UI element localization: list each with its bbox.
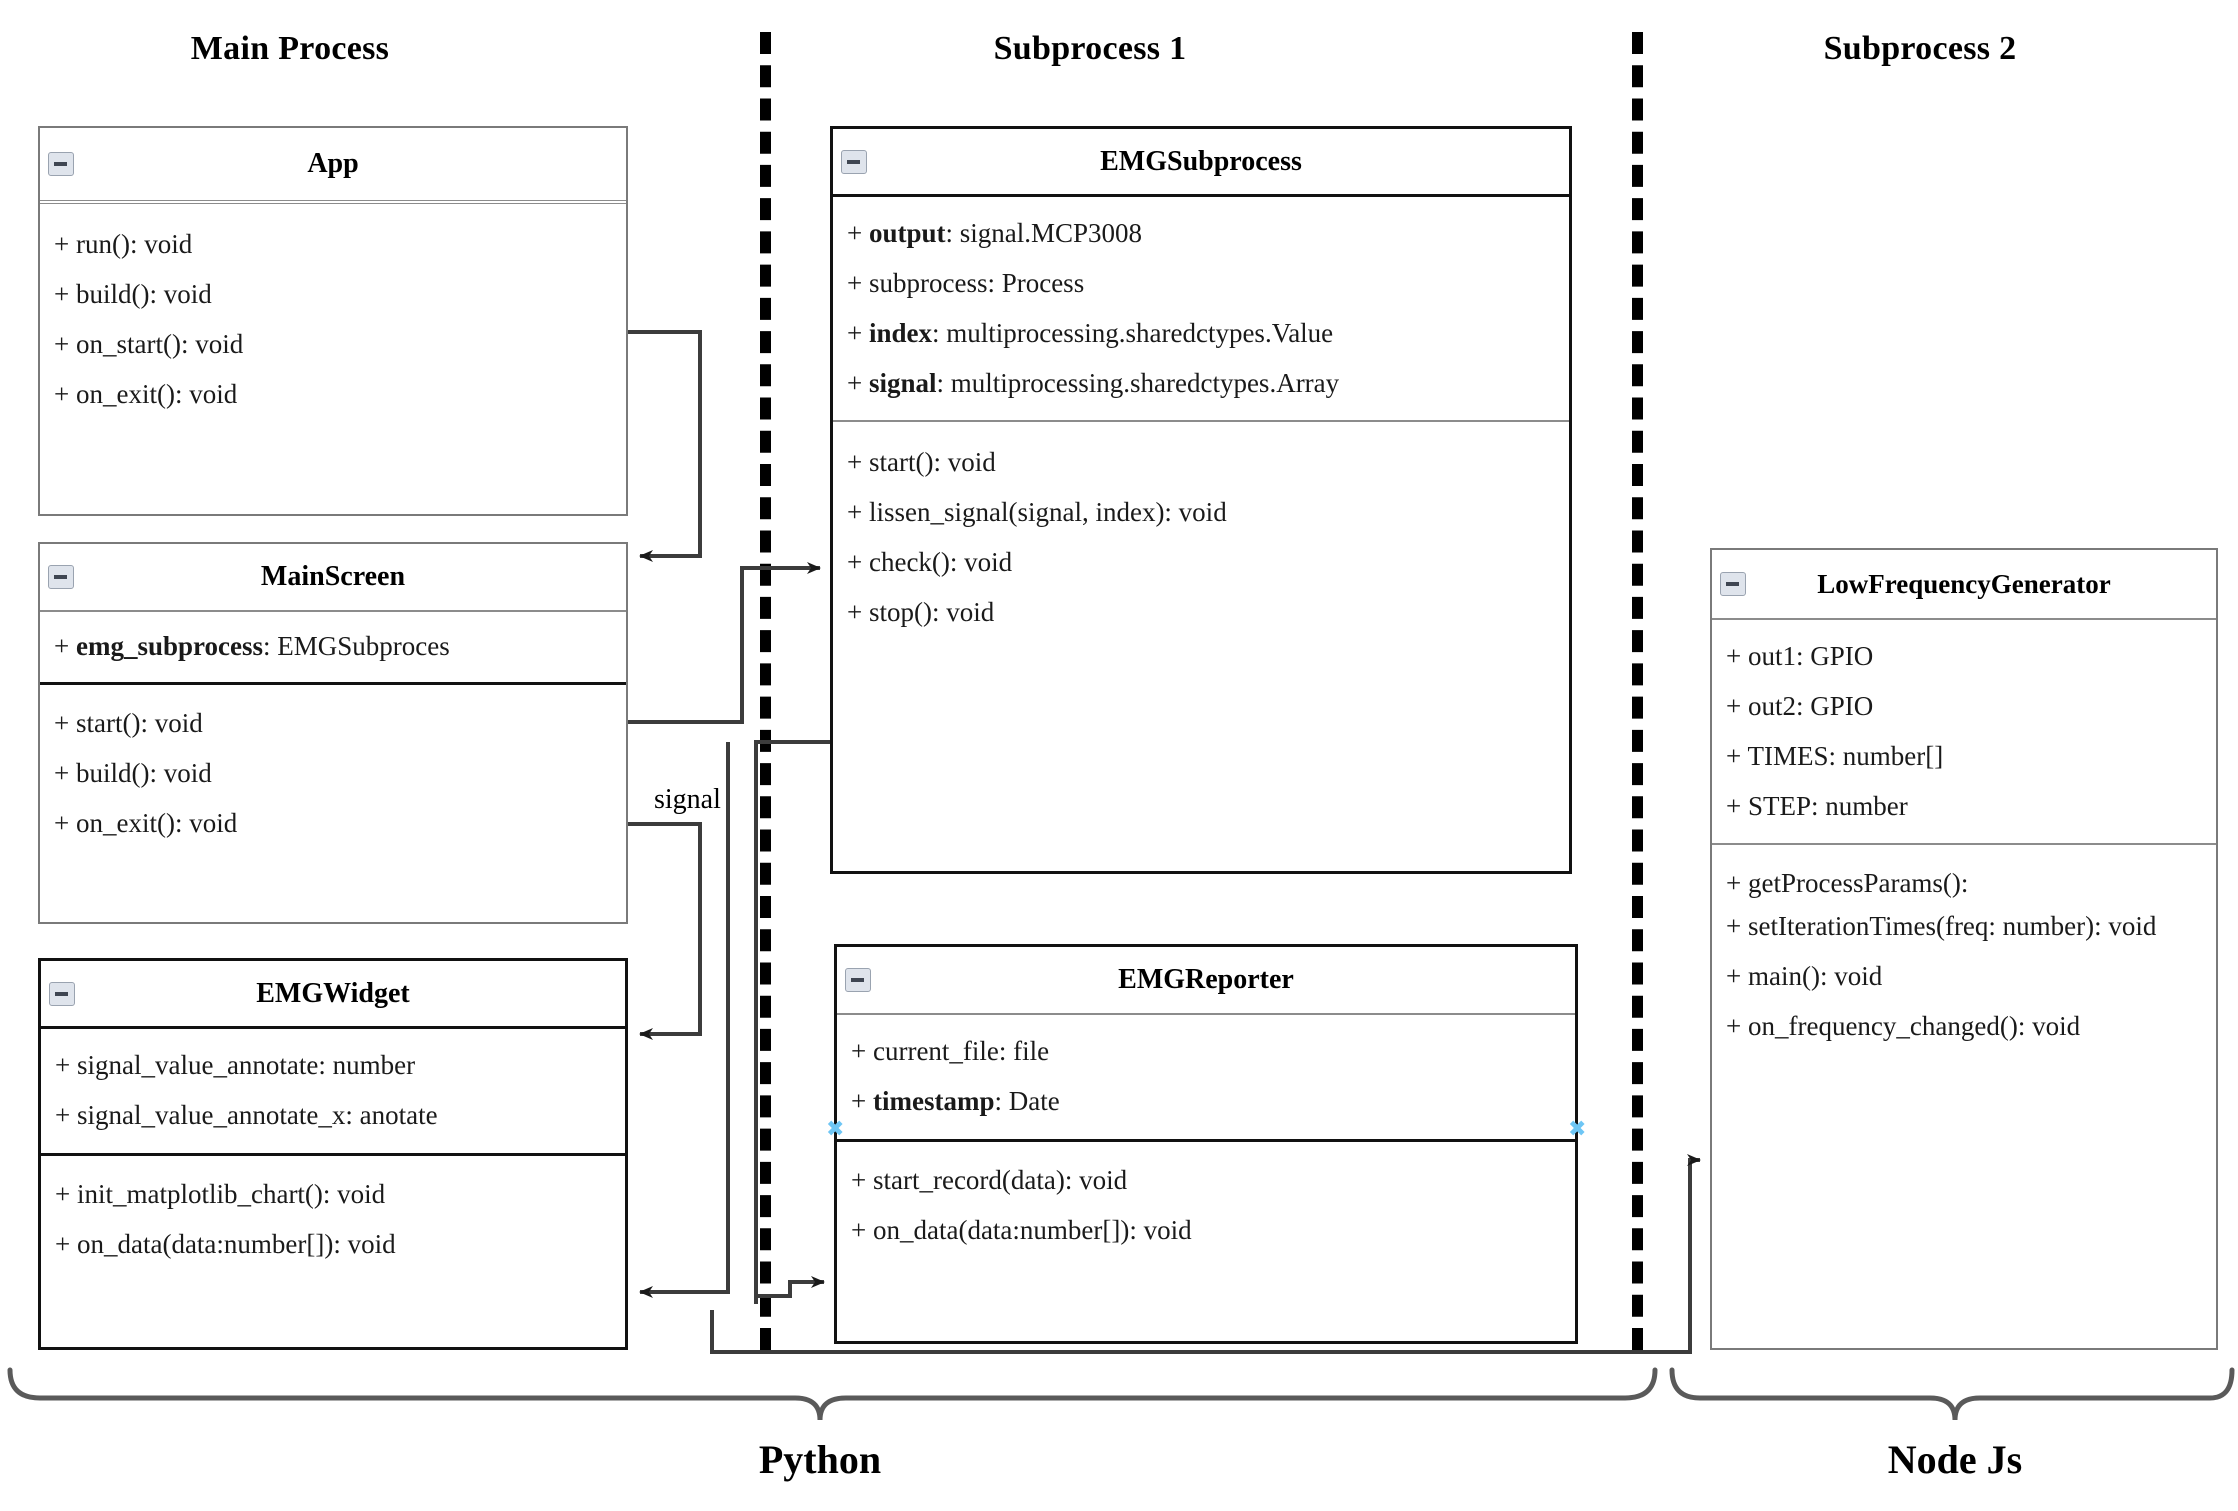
class-methods-mainscreen: + start(): void + build(): void + on_exi… <box>40 681 626 855</box>
attr-type: : EMGSubproces <box>263 631 450 661</box>
method-row: + on_exit(): void <box>54 807 238 838</box>
column-title-subprocess-2: Subprocess 2 <box>1823 30 2017 67</box>
minimize-icon[interactable] <box>48 565 74 589</box>
attribute-row: + signal_value_annotate: number <box>55 1050 416 1080</box>
class-attributes-emgsubprocess: + output: signal.MCP3008 + subprocess: P… <box>833 197 1569 420</box>
class-methods-emgreporter: + start_record(data): void + on_data(dat… <box>837 1138 1575 1262</box>
attribute-row: + subprocess: Process <box>847 267 1085 298</box>
method-row: + on_start(): void <box>54 328 244 359</box>
attr-name: emg_subprocess <box>75 631 263 661</box>
attr-prefix: + <box>847 317 869 348</box>
class-name-mainscreen: MainScreen <box>260 561 406 592</box>
class-attributes-mainscreen: + emg_subprocess: EMGSubproces <box>40 612 626 682</box>
class-header-emgreporter: EMGReporter <box>837 947 1575 1015</box>
attr-name: timestamp <box>872 1085 995 1116</box>
method-row: + setIterationTimes(freq: number): void <box>1726 911 2157 942</box>
method-row: + on_data(data:number[]): void <box>55 1228 396 1259</box>
class-name-lowfrequencygenerator: LowFrequencyGenerator <box>1817 568 2111 599</box>
minimize-icon[interactable] <box>49 981 75 1006</box>
method-row: + stop(): void <box>847 597 995 628</box>
attr-prefix: + <box>54 631 76 661</box>
method-row: + on_exit(): void <box>54 378 238 409</box>
class-header-app: App <box>40 128 626 204</box>
class-name-emgwidget: EMGWidget <box>256 977 410 1009</box>
edge-mainscreen-to-emgwidget <box>628 822 702 1040</box>
column-title-main-process: Main Process <box>190 30 390 67</box>
attr-prefix: + <box>847 367 869 398</box>
method-row: + init_matplotlib_chart(): void <box>55 1178 386 1209</box>
attr-type: : multiprocessing.sharedctypes.Array <box>936 367 1340 398</box>
class-methods-emgwidget: + init_matplotlib_chart(): void + on_dat… <box>41 1152 625 1276</box>
brace-label-python: Python <box>758 1437 882 1482</box>
attribute-row: + timestamp: Date <box>837 1077 1575 1127</box>
attribute-row: + output: signal.MCP3008 <box>833 209 1569 259</box>
class-methods-lowfrequencygenerator: + getProcessParams(): + setIterationTime… <box>1712 843 2216 1057</box>
brace-python <box>7 1367 1658 1421</box>
class-box-app[interactable]: App + run(): void + build(): void + on_s… <box>38 126 628 516</box>
class-header-emgwidget: EMGWidget <box>41 961 625 1029</box>
class-box-emgwidget[interactable]: EMGWidget + signal_value_annotate: numbe… <box>38 958 628 1350</box>
minimize-icon[interactable] <box>1720 572 1746 596</box>
method-row: + check(): void <box>847 547 1013 578</box>
class-box-mainscreen[interactable]: MainScreen + emg_subprocess: EMGSubproce… <box>38 542 628 924</box>
class-name-emgreporter: EMGReporter <box>1118 964 1294 995</box>
minimize-icon[interactable] <box>841 149 867 174</box>
attr-type: : multiprocessing.sharedctypes.Value <box>932 317 1334 348</box>
class-attributes-lowfrequencygenerator: + out1: GPIO + out2: GPIO + TIMES: numbe… <box>1712 620 2216 843</box>
method-row: + lissen_signal(signal, index): void <box>847 497 1227 528</box>
selection-handle-left[interactable]: ✖ <box>826 1116 845 1141</box>
brace-nodejs <box>1669 1367 2235 1421</box>
class-box-emgsubprocess[interactable]: EMGSubprocess + output: signal.MCP3008 +… <box>830 126 1572 874</box>
minimize-icon[interactable] <box>845 968 871 992</box>
method-row: + build(): void <box>54 278 212 309</box>
edge-label-signal: signal <box>652 784 723 816</box>
attr-type: : signal.MCP3008 <box>945 218 1143 248</box>
class-name-emgsubprocess: EMGSubprocess <box>1100 145 1302 177</box>
attr-name: index <box>868 317 933 348</box>
minimize-icon[interactable] <box>48 152 74 176</box>
selection-handle-right[interactable]: ✖ <box>1568 1116 1587 1141</box>
method-row: + start_record(data): void <box>851 1164 1128 1195</box>
edge-signal-vertical <box>639 742 730 1298</box>
attr-type: : Date <box>994 1085 1060 1116</box>
edge-mainscreen-to-emgsubprocess-start <box>628 562 821 724</box>
method-row: + getProcessParams(): <box>1726 868 1969 899</box>
brace-label-nodejs: Node Js <box>1887 1437 2023 1482</box>
method-row: + on_data(data:number[]): void <box>851 1214 1192 1245</box>
attr-name: signal <box>868 367 937 398</box>
method-row: + on_frequency_changed(): void <box>1726 1011 2081 1042</box>
class-methods-emgsubprocess: + start(): void + lissen_signal(signal, … <box>833 420 1569 643</box>
attribute-row: + STEP: number <box>1726 790 1908 821</box>
attribute-row: + index: multiprocessing.sharedctypes.Va… <box>833 309 1569 359</box>
attribute-row: + emg_subprocess: EMGSubproces <box>40 622 626 672</box>
method-row: + build(): void <box>54 757 212 788</box>
attribute-row: + current_file: file <box>851 1036 1050 1066</box>
method-row: + start(): void <box>54 707 203 738</box>
method-row: + run(): void <box>54 229 193 259</box>
method-row: + start(): void <box>847 447 996 478</box>
class-header-lowfrequencygenerator: LowFrequencyGenerator <box>1712 550 2216 620</box>
attribute-row: + signal_value_annotate_x: anotate <box>55 1099 438 1130</box>
class-name-app: App <box>307 148 359 179</box>
edge-app-to-mainscreen <box>628 330 702 562</box>
class-attributes-emgwidget: + signal_value_annotate: number + signal… <box>41 1029 625 1153</box>
method-row: + main(): void <box>1726 961 1883 992</box>
class-attributes-emgreporter: + current_file: file + timestamp: Date <box>837 1015 1575 1139</box>
attr-name: output <box>868 218 946 248</box>
attribute-row: + TIMES: number[] <box>1726 740 1944 771</box>
attr-prefix: + <box>851 1085 873 1116</box>
column-title-subprocess-1: Subprocess 1 <box>993 30 1187 67</box>
class-header-emgsubprocess: EMGSubprocess <box>833 129 1569 197</box>
class-box-emgreporter[interactable]: EMGReporter + current_file: file + times… <box>834 944 1578 1344</box>
attribute-row: + out2: GPIO <box>1726 690 1874 721</box>
attribute-row: + out1: GPIO <box>1726 641 1874 671</box>
class-box-lowfrequencygenerator[interactable]: LowFrequencyGenerator + out1: GPIO + out… <box>1710 548 2218 1350</box>
swimlane-divider-1 <box>760 32 771 1350</box>
attribute-row: + signal: multiprocessing.sharedctypes.A… <box>833 359 1569 409</box>
attr-prefix: + <box>847 218 869 248</box>
swimlane-divider-2 <box>1632 32 1643 1350</box>
class-methods-app: + run(): void + build(): void + on_start… <box>40 204 626 425</box>
class-header-mainscreen: MainScreen <box>40 544 626 612</box>
